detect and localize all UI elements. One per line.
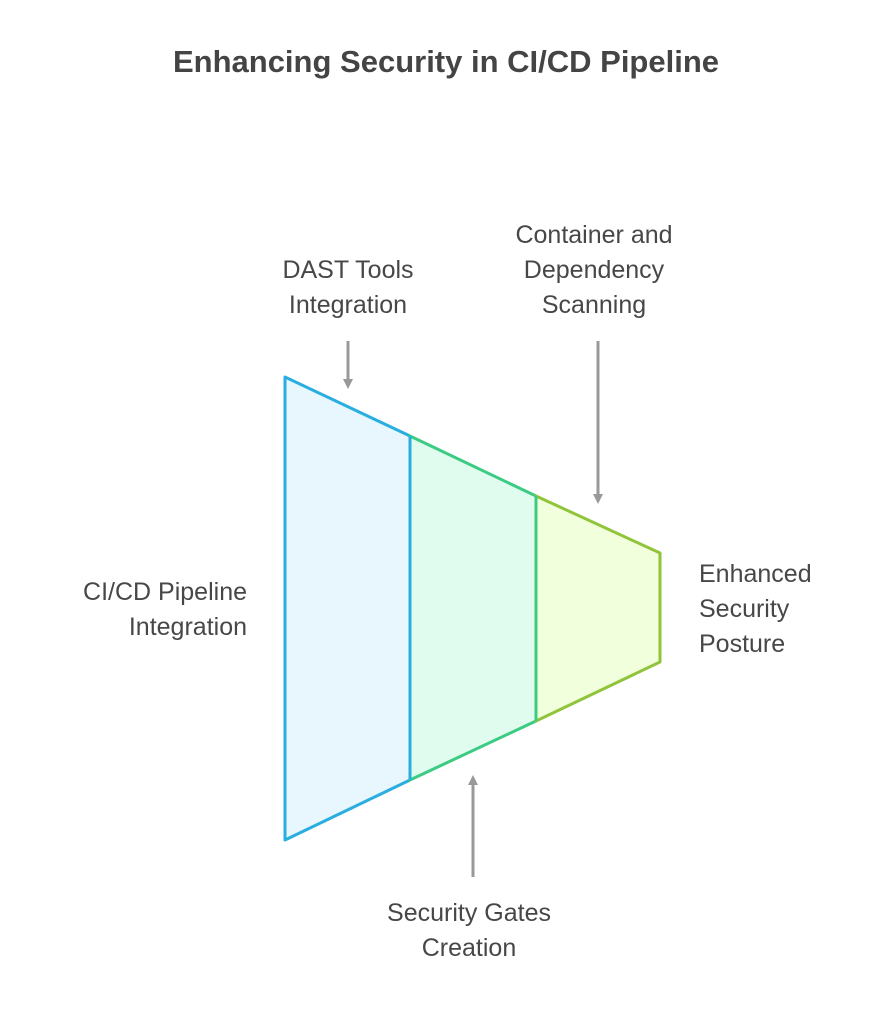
funnel-segment-posture — [534, 494, 662, 723]
page-title: Enhancing Security in CI/CD Pipeline — [172, 44, 720, 79]
label-enhanced-security-posture: Enhanced Security Posture — [699, 560, 812, 658]
label-security-gates-creation: Security Gates Creation — [387, 899, 551, 962]
label-dast-tools-integration: DAST Tools Integration — [282, 256, 414, 319]
funnel-segment-gates — [408, 434, 538, 782]
funnel-segment-cicd — [283, 375, 412, 842]
label-cicd-pipeline-integration: CI/CD Pipeline Integration — [83, 578, 247, 641]
label-container-dependency-scanning: Container and Dependency Scanning — [515, 221, 673, 319]
